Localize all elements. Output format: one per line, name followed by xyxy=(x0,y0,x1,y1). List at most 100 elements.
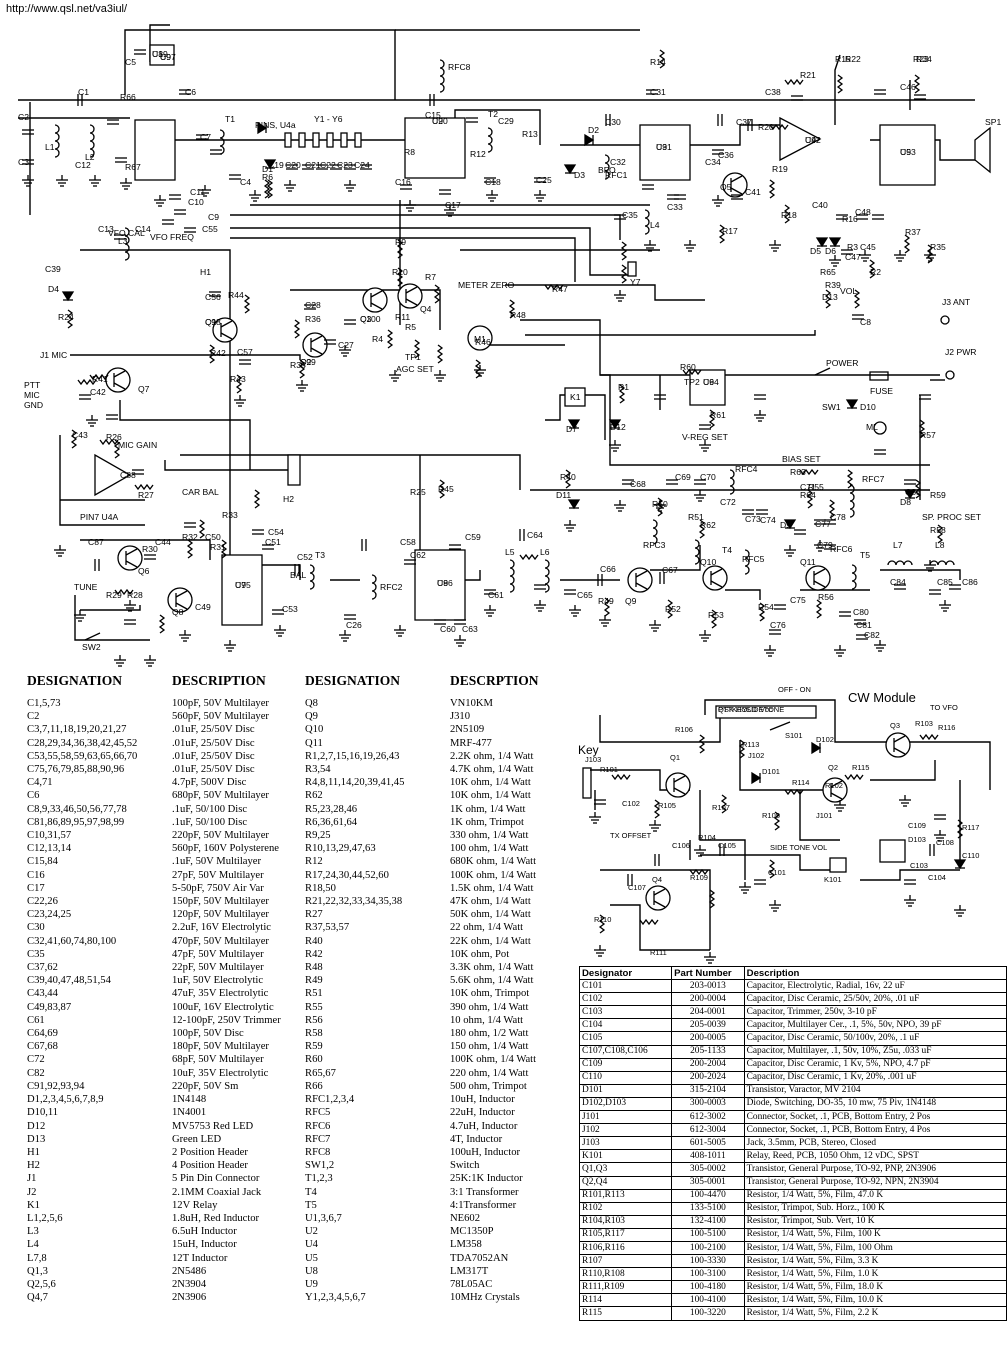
column-header: DESIGNATION xyxy=(305,673,401,688)
list-item: 27pF, 50V Multilayer xyxy=(172,869,264,881)
cw-schematic-label: Q2 xyxy=(828,763,838,772)
resistor xyxy=(99,438,119,446)
cw-schematic-label: SIDE TONE VOL xyxy=(770,843,827,852)
crystal xyxy=(298,132,306,148)
table-cell: 601-5005 xyxy=(671,1136,745,1151)
schematic-label: C10 xyxy=(188,197,204,207)
inductor-l8 xyxy=(929,560,955,566)
table-cell: R114 xyxy=(578,1293,673,1308)
schematic-label: C35 xyxy=(622,210,638,220)
resistor xyxy=(298,359,306,379)
schematic-label: R5 xyxy=(405,322,416,332)
table-cell: 200-2004 xyxy=(671,1057,745,1072)
opamp-u4b xyxy=(94,453,132,497)
list-item: 100uF, 16V Electrolytic xyxy=(172,1001,274,1013)
table-cell: J102 xyxy=(578,1123,673,1138)
schematic-label: C48 xyxy=(855,207,871,217)
wire xyxy=(700,854,845,871)
list-item: 6.5uH Inductor xyxy=(172,1226,237,1238)
resistor xyxy=(433,284,441,304)
list-item: 180 ohm, 1/2 Watt xyxy=(450,1028,529,1040)
speaker-sp1 xyxy=(974,126,991,174)
list-item: R12 xyxy=(305,856,323,868)
schematic-label: C25 xyxy=(536,175,552,185)
schematic-label: R4 xyxy=(372,334,383,344)
schematic-label: C70 xyxy=(700,472,716,482)
table-cell: R110,R108 xyxy=(578,1267,673,1282)
list-item: R55 xyxy=(305,1001,323,1013)
schematic-label: R15 xyxy=(835,54,851,64)
transformer-t2 xyxy=(487,127,493,153)
schematic-label: BAL xyxy=(290,570,306,580)
table-cell: C104 xyxy=(578,1018,673,1033)
resistor xyxy=(508,299,516,319)
schematic-label: C92 xyxy=(805,135,821,145)
schematic-label: C16 xyxy=(395,177,411,187)
table-cell: Capacitor, Multilayer, .1, 50v, 10%, Z5u… xyxy=(743,1044,1007,1059)
schematic-label: M1 xyxy=(474,334,486,344)
schematic-label: C89 xyxy=(152,49,168,59)
schematic-label: VFO CAL xyxy=(108,228,145,238)
list-item: T1,2,3 xyxy=(305,1173,333,1185)
schematic-label: U9 xyxy=(160,52,171,62)
cw-schematic-label: R113 xyxy=(742,740,759,749)
schematic-label: C44 xyxy=(155,537,171,547)
list-item: C15,84 xyxy=(27,856,58,868)
schematic-label: C15 xyxy=(425,110,441,120)
schematic-label: ML xyxy=(866,422,878,432)
schematic-label: C32 xyxy=(610,157,626,167)
table-cell: K101 xyxy=(578,1149,673,1164)
schematic-label: C33 xyxy=(667,202,683,212)
transistor-q11 xyxy=(813,568,826,576)
list-item: Q10 xyxy=(305,724,324,736)
schematic-label: C4 xyxy=(240,177,251,187)
transistor-q2 xyxy=(302,332,328,358)
cw-schematic-label: R106 xyxy=(675,725,693,734)
list-item: C75,76,79,85,88,90,96 xyxy=(27,764,125,776)
diode-d103 xyxy=(811,741,822,755)
list-item: C32,41,60,74,80,100 xyxy=(27,935,117,947)
schematic-label: C11 xyxy=(190,187,205,197)
diode-d11 xyxy=(845,399,859,410)
rfc8 xyxy=(439,59,445,93)
list-item: 25K:1K Inductor xyxy=(450,1173,523,1185)
cw-schematic-label: J102 xyxy=(748,751,764,760)
schematic-label: C100 xyxy=(360,314,381,324)
wire xyxy=(600,869,711,950)
table-cell: Resistor, 1/4 Watt, 5%, Film, 2.2 K xyxy=(743,1306,1007,1321)
ic-u8 xyxy=(689,369,726,406)
schematic-label: C53 xyxy=(282,604,298,614)
wire xyxy=(880,569,961,580)
list-item: NE602 xyxy=(450,1212,481,1224)
transistor-q2 xyxy=(830,792,843,800)
list-item: U5 xyxy=(305,1252,318,1264)
transistor-q1 xyxy=(673,787,686,795)
schematic-label: C52 xyxy=(297,552,313,562)
cw-schematic-label: R114 xyxy=(792,778,809,787)
schematic-label: R51 xyxy=(688,512,704,522)
schematic-label: R21 xyxy=(800,70,816,80)
schematic-label: C18 xyxy=(485,177,501,187)
schematic-label: D7 xyxy=(566,424,577,434)
resistor xyxy=(784,78,804,86)
resistor xyxy=(186,539,194,559)
cw-schematic-label: J101 xyxy=(816,811,832,820)
wire xyxy=(599,715,721,743)
cw-module-title: CW Module xyxy=(848,690,916,705)
schematic-label: R16 xyxy=(842,214,858,224)
transistor-q6 xyxy=(125,548,138,556)
list-item: R62 xyxy=(305,790,323,802)
schematic-label: C14 xyxy=(135,224,151,234)
schematic-label: C79 xyxy=(817,540,833,550)
schematic-label: L2 xyxy=(85,152,95,162)
schematic-label: J2 PWR xyxy=(945,347,977,357)
led-d13 xyxy=(608,419,622,430)
schematic-label: R46 xyxy=(475,337,491,347)
list-item: U9 xyxy=(305,1278,318,1290)
schematic-label: CAR BAL xyxy=(182,487,219,497)
wire xyxy=(699,790,746,880)
